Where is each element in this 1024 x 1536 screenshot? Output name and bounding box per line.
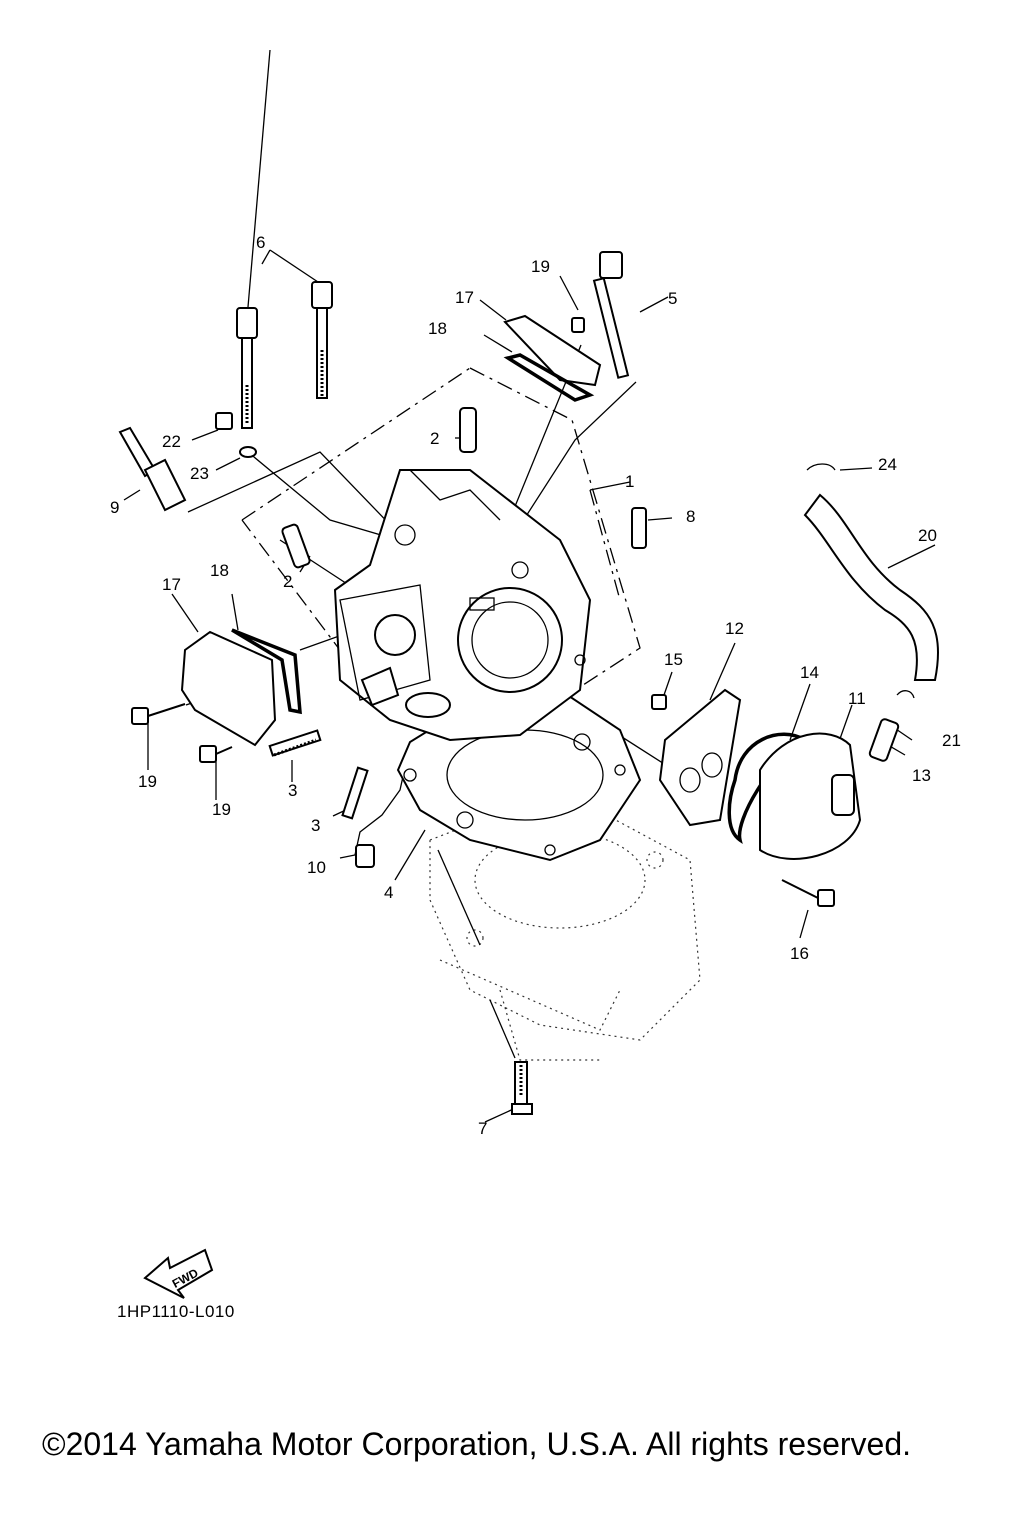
callout-20: 20 (918, 526, 937, 545)
callout-4: 4 (384, 883, 393, 902)
callout-16: 16 (790, 944, 809, 963)
spark-plug (118, 426, 187, 512)
callout-10: 10 (307, 858, 326, 877)
callout-3a: 3 (288, 781, 297, 800)
callout-8: 8 (686, 507, 695, 526)
callout-22: 22 (162, 432, 181, 451)
callout-19c: 19 (212, 800, 231, 819)
callout-17a: 17 (455, 288, 474, 307)
diagram-code: 1HP1110-L010 (117, 1302, 235, 1321)
callout-19b: 19 (138, 772, 157, 791)
callout-23: 23 (190, 464, 209, 483)
callout-13: 13 (912, 766, 931, 785)
callout-19a: 19 (531, 257, 550, 276)
callout-6: 6 (256, 233, 265, 252)
callout-5: 5 (668, 289, 677, 308)
callout-3b: 3 (311, 816, 320, 835)
callout-24: 24 (878, 455, 897, 474)
callout-17b: 17 (162, 575, 181, 594)
cylinder-head (333, 469, 592, 742)
callout-1: 1 (625, 472, 634, 491)
fwd-arrow-icon: FWD (143, 1248, 214, 1299)
fasteners (131, 251, 835, 1115)
callout-12: 12 (725, 619, 744, 638)
valve-covers (180, 314, 602, 747)
callout-7: 7 (478, 1119, 487, 1138)
callout-14: 14 (800, 663, 819, 682)
callout-2b: 2 (283, 572, 292, 591)
callout-18b: 18 (210, 561, 229, 580)
callout-18a: 18 (428, 319, 447, 338)
callout-21: 21 (942, 731, 961, 750)
callout-9: 9 (110, 498, 119, 517)
callout-2a: 2 (430, 429, 439, 448)
callout-11: 11 (848, 689, 866, 708)
water-outlet-parts (658, 463, 940, 860)
copyright-notice: ©2014 Yamaha Motor Corporation, U.S.A. A… (42, 1426, 912, 1462)
callout-15: 15 (664, 650, 683, 669)
leader-lines (123, 49, 936, 1123)
callout-labels: 1 2 2 3 3 4 5 6 7 8 9 10 11 12 13 14 15 … (110, 233, 961, 1138)
